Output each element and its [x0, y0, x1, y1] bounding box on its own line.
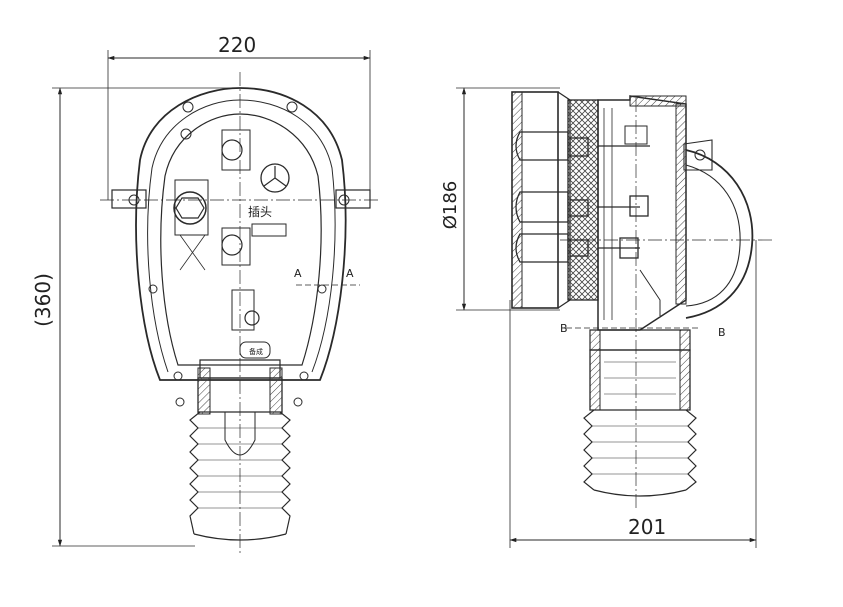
- drawing-paper: [4, 30, 780, 556]
- dim-220-label: 220: [218, 33, 256, 57]
- plug-pins: [515, 131, 650, 263]
- front-corrugated-hose: [189, 411, 291, 541]
- side-corrugated-hose: [583, 409, 697, 497]
- dim-186-label: Ø186: [440, 181, 461, 230]
- front-view: [52, 50, 380, 555]
- front-housing-rib: [147, 99, 336, 373]
- dim-201-label: 201: [628, 515, 666, 539]
- section-mark-a-left: A: [294, 267, 302, 280]
- plug-label: 插头: [248, 205, 272, 219]
- dim-360-label: (360): [31, 273, 55, 327]
- dim-220: [107, 50, 371, 200]
- dim-201: [509, 240, 757, 548]
- section-mark-b-left: B: [560, 322, 568, 335]
- section-mark-a-right: A: [346, 267, 354, 280]
- front-housing-inner: [160, 113, 322, 366]
- nameplate-small: 备成: [249, 347, 263, 356]
- side-view: [456, 87, 772, 548]
- dim-diameter-186: [456, 87, 560, 311]
- side-dome-cover: [685, 149, 754, 319]
- dim-360: [52, 87, 245, 547]
- section-mark-b-right: B: [718, 326, 726, 339]
- front-housing-outer: [135, 87, 347, 381]
